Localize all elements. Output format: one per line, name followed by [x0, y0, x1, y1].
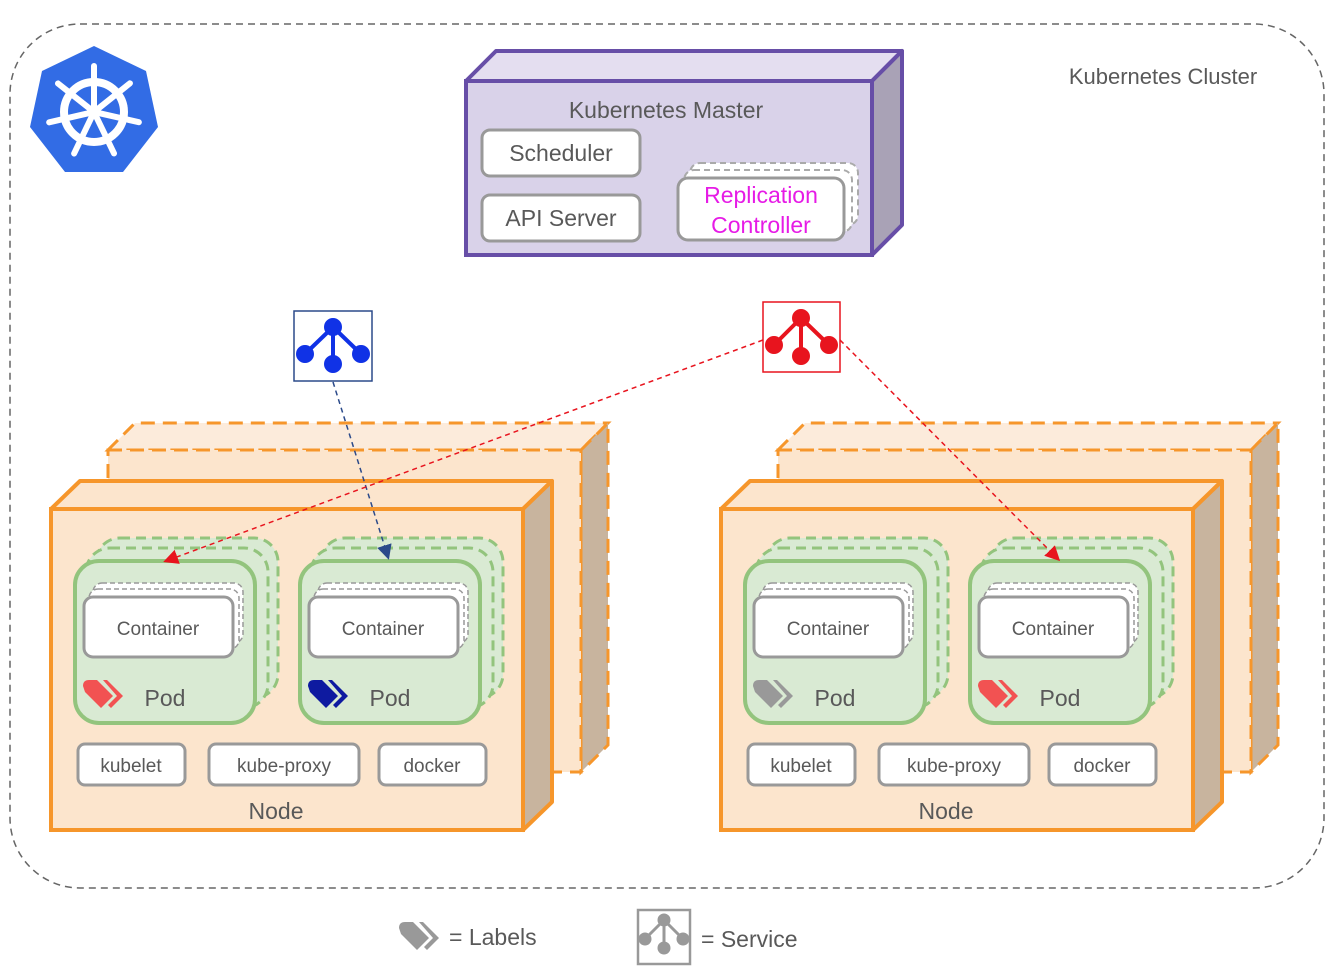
docker-label: docker — [1073, 756, 1131, 777]
docker-box — [1047, 742, 1158, 787]
kubelet-label: kubelet — [100, 756, 162, 777]
kubernetes-logo-icon — [30, 46, 158, 172]
pod-label: Pod — [145, 685, 186, 711]
red-service-icon[interactable] — [762, 301, 841, 373]
container-label: Container — [342, 619, 425, 640]
kubelet-box — [76, 742, 187, 787]
kubelet-label: kubelet — [770, 756, 832, 777]
scheduler-box — [480, 128, 642, 178]
node-2: Container Pod Container Pod kubelet kube… — [719, 419, 1282, 832]
node-1: Container Pod Container Pod kubelet kube… — [49, 419, 612, 832]
pod-label: Pod — [370, 685, 411, 711]
container-label: Container — [787, 619, 870, 640]
tag-icon — [399, 922, 439, 950]
pod-label: Pod — [1040, 685, 1081, 711]
kube-proxy-label: kube-proxy — [907, 756, 1001, 777]
api-server-label: API Server — [505, 205, 617, 231]
cluster-boundary — [9, 23, 1325, 889]
docker-label: docker — [403, 756, 461, 777]
replication-controller-label-line2: Controller — [711, 212, 811, 238]
kube-proxy-box — [207, 742, 361, 787]
service-icon — [636, 908, 692, 966]
pod: Container Pod — [298, 536, 505, 725]
pod: Container Pod — [968, 536, 1175, 725]
pod: Container Pod — [743, 536, 950, 725]
replication-controller-label-line1: Replication — [704, 182, 818, 208]
master-title: Kubernetes Master — [569, 97, 764, 123]
legend: = Labels = Service — [399, 908, 798, 966]
legend-service-text: = Service — [701, 926, 798, 952]
docker-box — [377, 742, 488, 787]
cluster-title: Kubernetes Cluster — [1069, 64, 1257, 89]
container-box — [752, 595, 905, 659]
container-box — [977, 595, 1130, 659]
container-label: Container — [117, 619, 200, 640]
container-box — [307, 595, 460, 659]
kubernetes-master: Kubernetes Master Scheduler API Server R… — [464, 49, 904, 257]
kube-proxy-label: kube-proxy — [237, 756, 331, 777]
blue-service-connector — [332, 381, 392, 560]
scheduler-label: Scheduler — [509, 140, 613, 166]
red-service-connector-left — [163, 339, 764, 564]
node-label: Node — [919, 798, 974, 824]
legend-labels-text: = Labels — [449, 924, 537, 950]
container-label: Container — [1012, 619, 1095, 640]
blue-service-icon[interactable] — [293, 310, 373, 382]
kube-proxy-box — [877, 742, 1031, 787]
red-service-connector-right — [839, 339, 1061, 562]
pod: Container Pod — [73, 536, 280, 725]
pod-label: Pod — [815, 685, 856, 711]
node-label: Node — [249, 798, 304, 824]
container-box — [82, 595, 235, 659]
api-server-box — [480, 193, 642, 243]
replication-controller-box — [676, 176, 846, 242]
kubelet-box — [746, 742, 857, 787]
